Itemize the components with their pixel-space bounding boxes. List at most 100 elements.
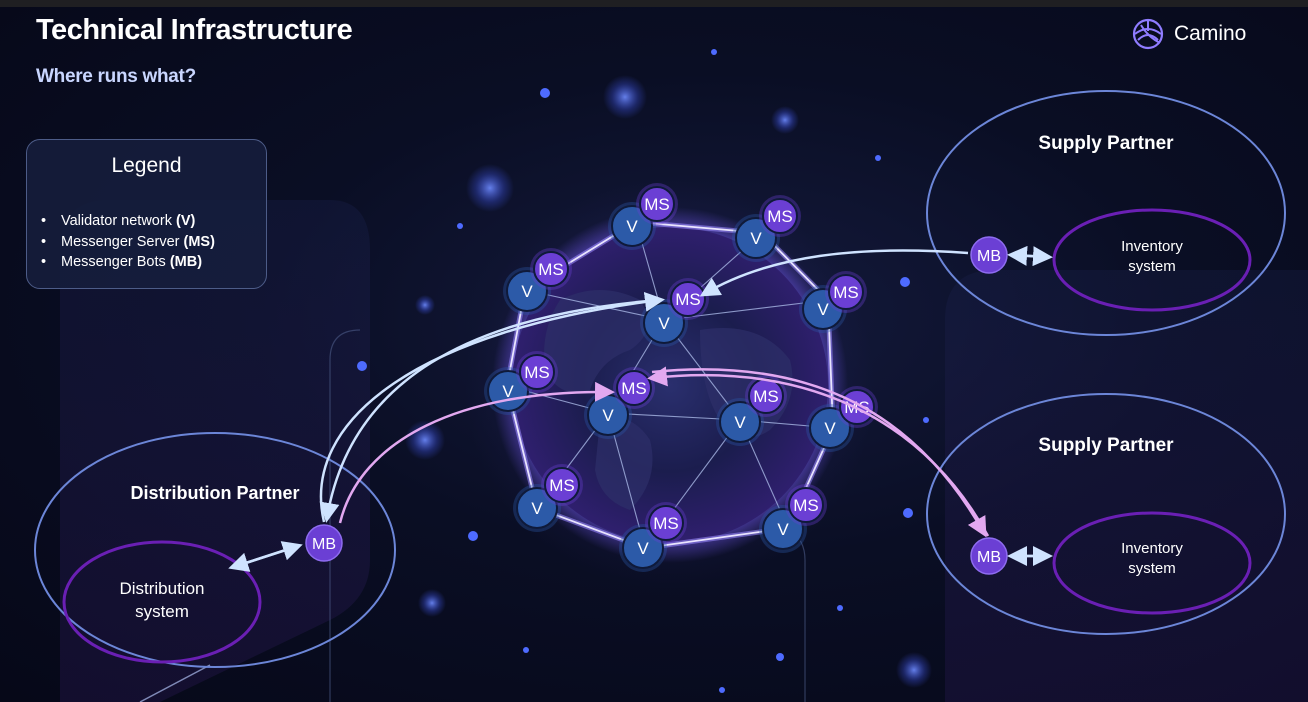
messenger-server-node — [639, 186, 675, 222]
messenger-server-node-label: MS — [644, 195, 670, 214]
legend-title: Legend — [111, 154, 182, 177]
dot — [540, 88, 550, 98]
validator-node-label: V — [658, 314, 670, 333]
brand-name: Camino — [1174, 22, 1247, 45]
arrow-distribution-to-ms — [319, 291, 665, 523]
distribution-partner-ring — [34, 432, 396, 668]
messenger-server-node — [670, 281, 706, 317]
legend-item: •Validator network (V) — [41, 211, 215, 232]
messenger-server-node — [616, 370, 652, 406]
window-top-bar — [0, 0, 1308, 7]
dot — [719, 687, 725, 693]
bullet-icon: • — [41, 233, 47, 250]
validator-node — [611, 205, 653, 247]
messenger-server-node — [762, 198, 798, 234]
supply-bot-label: MB — [977, 549, 1001, 566]
left-background-panel — [60, 200, 370, 702]
arrow-supply-bottom-to-ms — [647, 366, 990, 537]
brand-logo: Camino — [1130, 17, 1246, 51]
dot — [776, 653, 784, 661]
distribution-partner: Distribution Partner Distribution system… — [34, 432, 396, 668]
page-subtitle: Where runs what? — [36, 66, 196, 87]
legend-item: • Messenger Server (MS) — [41, 232, 215, 253]
dot — [468, 531, 478, 541]
validator-node — [735, 217, 777, 259]
validator-node — [809, 407, 851, 449]
validator-node-label: V — [734, 413, 746, 432]
legend-item-text: Messenger Bots — [61, 254, 170, 270]
continent-shape — [595, 417, 653, 510]
messenger-server-node-label: MS — [653, 514, 679, 533]
legend-box: Legend •Validator network (V) • Messenger… — [26, 139, 267, 289]
validator-node-label: V — [637, 539, 649, 558]
messenger-server-node — [828, 274, 864, 310]
validator-node — [762, 508, 804, 550]
validator-node-label: V — [602, 406, 614, 425]
legend-item-text: Messenger Server — [61, 233, 184, 250]
messenger-server-node-label: MS — [549, 476, 575, 495]
validator-node — [719, 401, 761, 443]
inventory-system-ring — [1052, 511, 1252, 615]
messenger-server-node-label: MS — [621, 379, 647, 398]
messenger-server-node-label: MS — [793, 496, 819, 515]
page-title: Technical Infrastructure — [36, 14, 353, 46]
dot — [357, 361, 367, 371]
orb — [771, 106, 799, 134]
validator-node — [506, 270, 548, 312]
bullet-icon: • — [41, 213, 47, 229]
messenger-server-node — [648, 505, 684, 541]
orb — [418, 589, 446, 617]
messenger-server-node-label: MS — [833, 283, 859, 302]
legend-item-abbr: (MB) — [169, 254, 203, 270]
arrow-inventory-to-bot — [1007, 245, 1049, 266]
legend-item-abbr: (V) — [175, 213, 196, 229]
floating-orbs — [357, 49, 932, 693]
arrow-supply-to-ms — [699, 249, 969, 297]
dot — [523, 647, 529, 653]
supply-partner-ring — [926, 393, 1286, 635]
messenger-server-node-label: MS — [675, 290, 701, 309]
dot — [903, 508, 913, 518]
bullet-icon: • — [41, 254, 47, 270]
background-panels — [60, 200, 1308, 702]
supply-partner-title: Supply Partner — [1038, 435, 1174, 456]
distribution-system-label: Distribution — [119, 579, 204, 598]
arrow-ms-to-supply-bottom — [651, 368, 987, 538]
inventory-system-label: Inventory — [1121, 540, 1183, 557]
orb — [603, 75, 647, 119]
dot — [837, 605, 843, 611]
distribution-system-label: system — [135, 602, 189, 621]
messenger-server-node — [533, 251, 569, 287]
supply-partner-title: Supply Partner — [1038, 133, 1174, 154]
messenger-server-node-label: MS — [538, 260, 564, 279]
validator-node — [622, 527, 664, 569]
dot — [900, 277, 910, 287]
distribution-bot-label: MB — [312, 536, 336, 553]
orb — [405, 420, 445, 460]
supply-bot-node — [970, 236, 1008, 274]
validator-ring — [506, 221, 834, 549]
inventory-system-label: system — [1128, 258, 1176, 275]
dot — [457, 223, 463, 229]
panel-edge-line — [329, 329, 361, 702]
arrow-ms-to-distribution — [319, 298, 661, 523]
legend-item-abbr: (MS) — [183, 233, 215, 250]
validator-node-label: V — [817, 300, 829, 319]
supply-bot-label: MB — [977, 248, 1001, 265]
message-arrows — [228, 245, 1053, 572]
messenger-server-node — [519, 354, 555, 390]
validator-node-label: V — [824, 419, 836, 438]
messenger-server-node — [788, 487, 824, 523]
camino-logo-icon — [1132, 18, 1164, 50]
panel-edge-line — [139, 664, 211, 702]
dot — [923, 417, 929, 423]
validator-node-label: V — [750, 229, 762, 248]
dot — [711, 49, 717, 55]
supply-partner-ring — [926, 90, 1286, 336]
messenger-server-node-label: MS — [524, 363, 550, 382]
arrow-bot-to-system — [228, 544, 299, 572]
panel-edge-line — [789, 529, 806, 702]
